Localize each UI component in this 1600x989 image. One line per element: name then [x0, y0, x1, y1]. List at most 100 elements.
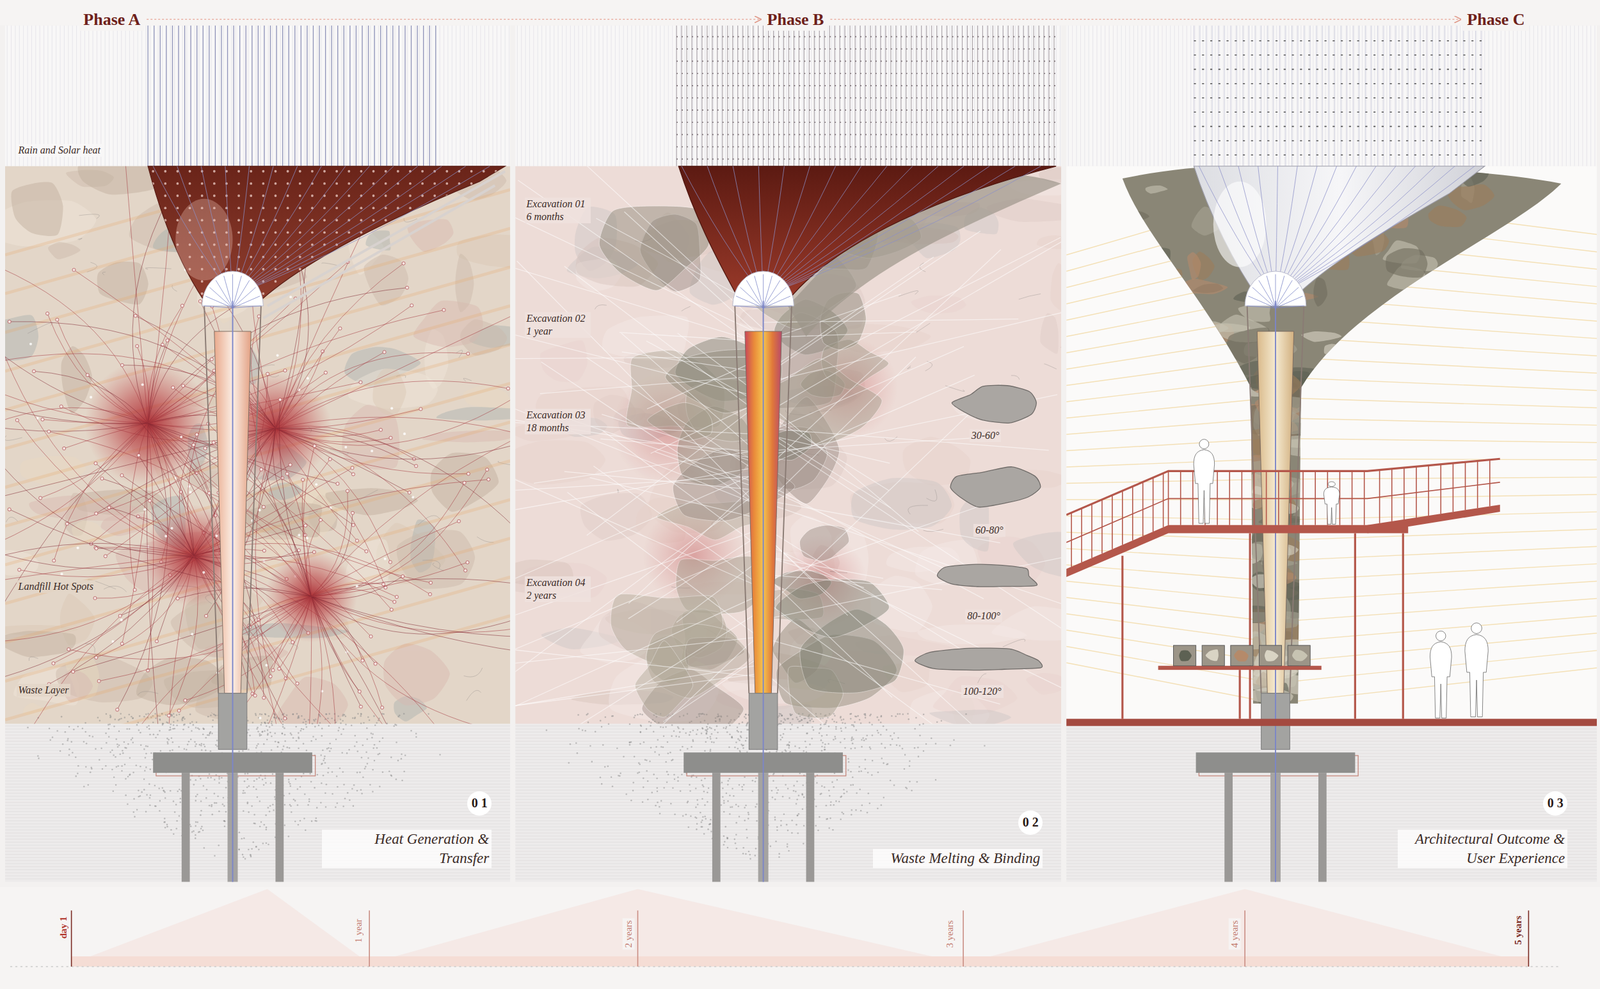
funnel-dot — [261, 292, 265, 296]
soil-dot — [222, 797, 225, 800]
heat-line — [5, 556, 194, 691]
soil-dot — [302, 728, 305, 731]
funnel-dot — [384, 256, 388, 259]
heat-node — [94, 462, 98, 466]
soil-dot — [365, 751, 368, 754]
funnel-dot — [408, 231, 412, 234]
rain-line — [10, 25, 12, 167]
heat-field — [5, 166, 511, 725]
soil-dot — [328, 743, 331, 745]
rain-line — [178, 25, 180, 167]
funnel-dot — [311, 218, 314, 222]
soil-dot — [256, 744, 258, 747]
soil-dot — [296, 788, 299, 791]
soil-dot — [277, 741, 280, 744]
soil-dot — [213, 779, 216, 782]
soil-dot — [120, 770, 123, 773]
heat-line — [238, 531, 312, 598]
funnel-dot — [372, 218, 376, 222]
heat-line — [275, 375, 511, 446]
rain-line — [419, 25, 420, 167]
heat-line — [5, 413, 148, 432]
soil-dot — [261, 722, 264, 725]
heat-node — [297, 533, 301, 537]
subsoil-line — [5, 735, 511, 736]
soil-dot — [297, 732, 300, 735]
soil-dot — [217, 844, 220, 847]
subsoil-line — [5, 787, 511, 788]
soil-dot — [112, 791, 115, 793]
soil-dot — [308, 801, 311, 804]
funnel-dot — [261, 182, 265, 185]
heat-line — [275, 428, 511, 567]
soil-dot — [282, 723, 285, 726]
soil-dot — [378, 785, 381, 788]
funnel-dot — [261, 268, 265, 271]
soil-dot — [209, 776, 212, 779]
rain-line — [369, 25, 371, 167]
heat-node — [170, 527, 173, 530]
soil-dot — [238, 750, 240, 753]
soil-dot — [148, 783, 151, 786]
soil-dot — [281, 748, 284, 751]
soil-dot — [115, 766, 118, 768]
soil-dot — [173, 728, 176, 731]
rain-line — [374, 25, 376, 167]
rain-line — [341, 25, 343, 167]
heat-node — [189, 490, 192, 494]
heat-node — [384, 557, 387, 560]
soil-dot — [199, 814, 202, 817]
rain-line — [435, 25, 436, 167]
soil-dot — [77, 726, 80, 729]
heat-node — [345, 489, 349, 493]
soil-dot — [149, 794, 152, 797]
rain-line — [435, 25, 436, 167]
funnel-dot — [384, 194, 388, 198]
soil-dot — [250, 848, 253, 851]
rain-line — [353, 25, 355, 167]
soil-dot — [195, 727, 198, 729]
soil-dot — [330, 748, 333, 751]
rain-line — [328, 25, 330, 167]
soil-dot — [177, 746, 180, 749]
funnel-dot — [408, 256, 412, 259]
rain-line — [484, 25, 486, 167]
soil-dot — [366, 762, 369, 765]
soil-dot — [337, 715, 340, 718]
funnel-dot — [408, 268, 412, 271]
soil-dot — [194, 800, 197, 802]
soil-dot — [377, 753, 380, 756]
heat-node — [215, 535, 218, 538]
funnel-dot — [163, 218, 167, 222]
heat-line — [121, 166, 148, 424]
rain-line — [141, 25, 143, 167]
funnel-dot — [298, 231, 302, 234]
funnel-dot — [433, 231, 436, 234]
soil-dot — [290, 734, 293, 736]
soil-dot — [356, 790, 359, 793]
heat-line — [311, 596, 336, 724]
ground-area — [5, 166, 511, 725]
soil-dot — [376, 747, 379, 750]
soil-dot — [145, 766, 148, 769]
funnel-dot — [237, 194, 240, 198]
soil-dot — [191, 831, 194, 834]
funnel-dot — [408, 292, 412, 296]
soil-dot — [313, 720, 316, 723]
soil-dot — [270, 736, 273, 738]
heat-node — [338, 327, 342, 331]
soil-dot — [321, 735, 324, 738]
soil-dot — [149, 734, 152, 736]
soil-dot — [118, 730, 121, 733]
funnel-dot — [286, 280, 290, 283]
soil-dot — [189, 713, 192, 716]
rain-line — [196, 25, 198, 167]
soil-dot — [163, 790, 166, 793]
rain-line — [256, 25, 257, 167]
funnel-dot — [298, 243, 302, 247]
soil-dot — [336, 802, 339, 805]
soil-dot — [360, 792, 363, 795]
soil-dot — [163, 817, 166, 820]
funnel-dot — [274, 243, 278, 247]
soil-dot — [395, 741, 398, 744]
